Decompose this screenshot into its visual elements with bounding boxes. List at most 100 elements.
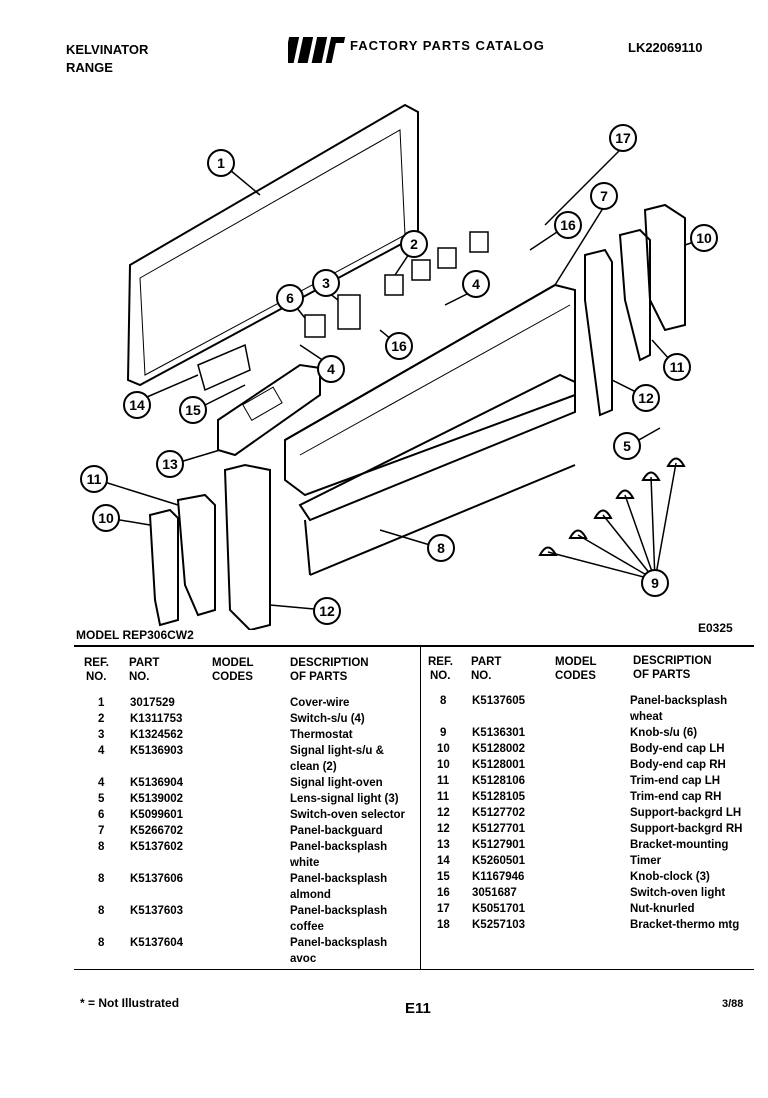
- part-number: K5266702: [130, 825, 184, 837]
- part-description: Support-backgrd LH: [630, 807, 742, 819]
- part-number: K5051701: [472, 903, 526, 915]
- ref-number: 11: [437, 775, 450, 787]
- header-ref-no: NO.: [86, 671, 107, 683]
- header-part: PART: [471, 656, 502, 668]
- callout-10: 10: [690, 224, 718, 252]
- part-number: K5128105: [472, 791, 526, 803]
- callout-15: 15: [179, 396, 207, 424]
- part-description: Trim-end cap LH: [630, 775, 721, 787]
- table-column-divider: [420, 647, 421, 969]
- svg-text:10: 10: [98, 510, 114, 526]
- catalog-title: FACTORY PARTS CATALOG: [350, 38, 545, 53]
- callout-11: 11: [663, 353, 691, 381]
- part-description: Trim-end cap RH: [630, 791, 722, 803]
- header-description: DESCRIPTION: [633, 655, 712, 667]
- callout-5: 5: [613, 432, 641, 460]
- part-number: K5127901: [472, 839, 526, 851]
- header-of-parts: OF PARTS: [633, 669, 691, 681]
- part-number: K5137605: [472, 695, 526, 707]
- part-description-cont: coffee: [290, 921, 324, 933]
- wci-logo: [283, 33, 352, 67]
- header-model: MODEL: [555, 656, 597, 668]
- callout-12: 12: [632, 384, 660, 412]
- model-label: MODEL REP306CW2: [76, 628, 194, 642]
- ref-number: 16: [437, 887, 450, 899]
- svg-text:2: 2: [410, 236, 418, 252]
- part-number: K5136903: [130, 745, 184, 757]
- part-description: Bracket-thermo mtg: [630, 919, 740, 931]
- callout-7: 7: [590, 182, 618, 210]
- part-description: Panel-backsplash: [290, 905, 388, 917]
- footnote: * = Not Illustrated: [80, 996, 180, 1010]
- callout-12: 12: [313, 597, 341, 625]
- svg-text:17: 17: [615, 130, 631, 146]
- part-description: Knob-clock (3): [630, 871, 710, 883]
- header-description: DESCRIPTION: [290, 657, 369, 669]
- svg-text:11: 11: [670, 359, 685, 375]
- svg-text:10: 10: [696, 230, 712, 246]
- header-codes: CODES: [555, 670, 596, 682]
- svg-text:5: 5: [623, 438, 631, 454]
- part-number: K5128001: [472, 759, 526, 771]
- ref-number: 14: [437, 855, 450, 867]
- callout-10: 10: [92, 504, 120, 532]
- ref-number: 8: [98, 873, 105, 885]
- callout-4: 4: [462, 270, 490, 298]
- header-part: PART: [129, 657, 160, 669]
- part-number: 3051687: [472, 887, 517, 899]
- callout-2: 2: [400, 230, 428, 258]
- part-description-cont: almond: [290, 889, 331, 901]
- part-number: K5127701: [472, 823, 526, 835]
- callout-6: 6: [276, 284, 304, 312]
- svg-text:11: 11: [87, 471, 102, 487]
- svg-text:1: 1: [217, 155, 225, 171]
- part-number: K5257103: [472, 919, 526, 931]
- table-top-rule: [74, 645, 754, 647]
- part-number: 3017529: [130, 697, 175, 709]
- part-number: K1311753: [130, 713, 183, 725]
- ref-number: 6: [98, 809, 105, 821]
- svg-text:16: 16: [391, 338, 407, 354]
- part-description: Panel-backguard: [290, 825, 383, 837]
- callout-16: 16: [385, 332, 413, 360]
- part-description: Panel-backsplash: [290, 873, 388, 885]
- svg-text:12: 12: [638, 390, 654, 406]
- header-ref: REF.: [84, 657, 109, 669]
- part-number: K5127702: [472, 807, 526, 819]
- svg-text:16: 16: [560, 217, 576, 233]
- part-description-cont: wheat: [630, 711, 663, 723]
- document-number: LK22069110: [628, 40, 703, 55]
- part-description-cont: avoc: [290, 953, 317, 965]
- ref-number: 10: [437, 743, 450, 755]
- part-description: Body-end cap LH: [630, 743, 725, 755]
- part-number: K1324562: [130, 729, 184, 741]
- ref-number: 8: [440, 695, 447, 707]
- part-description: Panel-backsplash: [290, 937, 388, 949]
- part-description: Timer: [630, 855, 662, 867]
- part-description: Lens-signal light (3): [290, 793, 399, 805]
- callout-9: 9: [641, 569, 669, 597]
- callout-8: 8: [427, 534, 455, 562]
- drawing-code: E0325: [698, 621, 733, 635]
- svg-text:4: 4: [472, 276, 480, 292]
- ref-number: 8: [98, 905, 105, 917]
- header-part-no: NO.: [129, 671, 150, 683]
- ref-number: 11: [437, 791, 450, 803]
- ref-number: 1: [98, 697, 105, 709]
- ref-number: 18: [437, 919, 450, 931]
- part-number: K5099601: [130, 809, 184, 821]
- part-number: K5137604: [130, 937, 184, 949]
- svg-text:8: 8: [437, 540, 445, 556]
- svg-text:7: 7: [600, 188, 608, 204]
- part-number: K5128106: [472, 775, 526, 787]
- header-part-no: NO.: [471, 670, 492, 682]
- part-description: Panel-backsplash: [290, 841, 388, 853]
- part-description: Switch-s/u (4): [290, 713, 365, 725]
- part-description: Knob-s/u (6): [630, 727, 698, 739]
- part-description: Body-end cap RH: [630, 759, 726, 771]
- callout-3: 3: [312, 269, 340, 297]
- ref-number: 12: [437, 823, 450, 835]
- part-description: Switch-oven light: [630, 887, 726, 899]
- ref-number: 4: [98, 745, 105, 757]
- header-ref-no: NO.: [430, 670, 451, 682]
